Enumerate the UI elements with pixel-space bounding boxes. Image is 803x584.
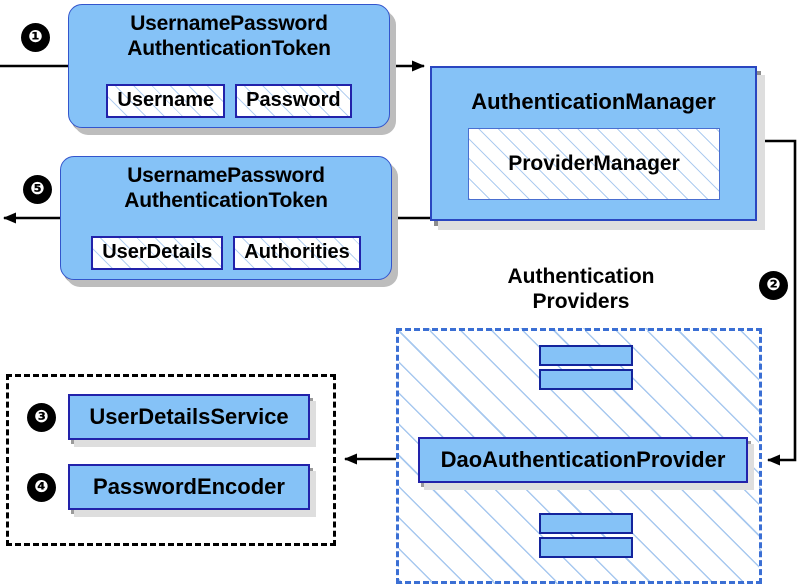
request-token-slots: Username Password bbox=[81, 84, 377, 118]
response-token-slots: UserDetails Authorities bbox=[73, 236, 379, 270]
authentication-manager-title: AuthenticationManager bbox=[471, 89, 716, 114]
wire-manager-to-provider bbox=[757, 139, 797, 466]
provider-placeholder-bar-bottom-1 bbox=[539, 513, 633, 534]
request-token-box[interactable]: UsernamePassword AuthenticationToken Use… bbox=[68, 4, 390, 128]
response-token-box[interactable]: UsernamePassword AuthenticationToken Use… bbox=[60, 156, 392, 280]
provider-placeholder-bar-top-1 bbox=[539, 345, 633, 366]
step-badge-5: ❺ bbox=[24, 176, 51, 203]
authentication-providers-caption: Authentication Providers bbox=[507, 265, 655, 313]
password-encoder-box[interactable]: PasswordEncoder bbox=[68, 464, 310, 510]
user-details-service-box[interactable]: UserDetailsService bbox=[68, 394, 310, 440]
provider-dependencies-region bbox=[6, 374, 336, 546]
step-badge-3: ❸ bbox=[28, 404, 55, 431]
provider-placeholder-bar-top-2 bbox=[539, 369, 633, 390]
request-token-slot-username[interactable]: Username bbox=[106, 84, 226, 118]
response-token-slot-userdetails[interactable]: UserDetails bbox=[91, 236, 224, 270]
authentication-manager-box[interactable]: AuthenticationManager ProviderManager bbox=[430, 66, 757, 221]
provider-placeholder-bar-bottom-2 bbox=[539, 537, 633, 558]
request-token-slot-password[interactable]: Password bbox=[235, 84, 352, 118]
step-badge-4: ❹ bbox=[28, 474, 55, 501]
step-badge-1: ❶ bbox=[22, 24, 49, 51]
response-token-title: UsernamePassword AuthenticationToken bbox=[124, 164, 328, 212]
step-badge-2: ❷ bbox=[760, 272, 787, 299]
provider-manager-box[interactable]: ProviderManager bbox=[468, 128, 720, 200]
dao-authentication-provider-box[interactable]: DaoAuthenticationProvider bbox=[418, 437, 748, 483]
request-token-title: UsernamePassword AuthenticationToken bbox=[127, 12, 331, 60]
response-token-slot-authorities[interactable]: Authorities bbox=[233, 236, 361, 270]
